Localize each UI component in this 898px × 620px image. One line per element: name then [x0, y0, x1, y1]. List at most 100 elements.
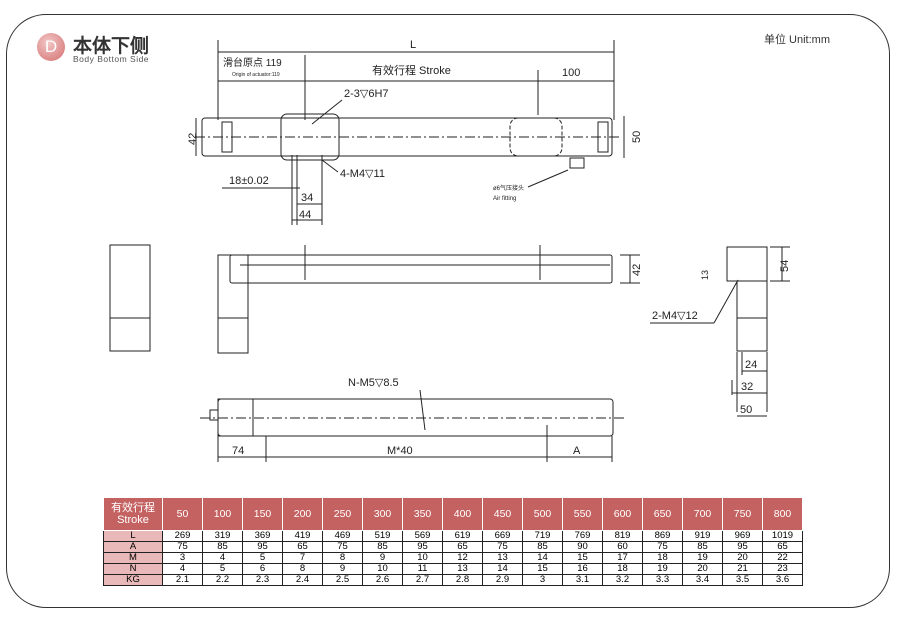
table-cell: 919 — [682, 530, 723, 542]
table-cell: 9 — [322, 563, 363, 575]
holes-label: N-M5▽8.5 — [348, 377, 399, 389]
table-cell: 2.1 — [162, 574, 203, 586]
stroke-label: 有效行程 Stroke — [372, 63, 451, 77]
table-cell: 65 — [442, 541, 483, 553]
table-cell: 3.5 — [722, 574, 763, 586]
table-cell: 11 — [402, 563, 443, 575]
dim-24: 24 — [745, 359, 757, 371]
table-cell: 4 — [202, 552, 243, 564]
table-cell: 2.5 — [322, 574, 363, 586]
table-cell: 15 — [522, 563, 563, 575]
stroke-column-header: 250 — [322, 497, 363, 531]
table-cell: 8 — [322, 552, 363, 564]
table-cell: 569 — [402, 530, 443, 542]
end-view: 54 13 2-M4▽12 24 32 50 — [650, 246, 791, 417]
table-cell: 23 — [762, 563, 803, 575]
stroke-column-header: 300 — [362, 497, 403, 531]
table-cell: 21 — [722, 563, 763, 575]
table-cell: 14 — [522, 552, 563, 564]
table-cell: 3 — [522, 574, 563, 586]
stroke-column-header: 350 — [402, 497, 443, 531]
stroke-column-header: 650 — [642, 497, 683, 531]
unit-label: 单位 Unit:mm — [764, 34, 830, 46]
table-cell: 13 — [442, 563, 483, 575]
table-cell: 3.3 — [642, 574, 683, 586]
table-cell: 7 — [282, 552, 323, 564]
table-cell: 2.9 — [482, 574, 523, 586]
section-badge: D — [37, 33, 65, 61]
table-cell: 3.1 — [562, 574, 603, 586]
table-cell: 269 — [162, 530, 203, 542]
stroke-column-header: 600 — [602, 497, 643, 531]
end-tap-label: 2-M4▽12 — [652, 310, 698, 322]
stroke-column-header: 50 — [162, 497, 203, 531]
table-cell: 19 — [682, 552, 723, 564]
table-cell: 85 — [362, 541, 403, 553]
table-cell: 9 — [362, 552, 403, 564]
table-cell: 65 — [762, 541, 803, 553]
table-cell: 719 — [522, 530, 563, 542]
table-cell: 469 — [322, 530, 363, 542]
dim-50-top: 50 — [631, 131, 643, 143]
stroke-column-header: 450 — [482, 497, 523, 531]
table-cell: 15 — [562, 552, 603, 564]
table-cell: 16 — [562, 563, 603, 575]
table-cell: 8 — [282, 563, 323, 575]
table-cell: 75 — [162, 541, 203, 553]
row-label: M — [103, 552, 163, 564]
pin-hole-label: 2-3▽6H7 — [344, 88, 389, 100]
table-cell: 3.6 — [762, 574, 803, 586]
table-cell: 18 — [602, 563, 643, 575]
table-cell: 319 — [202, 530, 243, 542]
table-cell: 369 — [242, 530, 283, 542]
table-cell: 17 — [602, 552, 643, 564]
stroke-column-header: 700 — [682, 497, 723, 531]
dim-13: 13 — [700, 270, 710, 280]
table-cell: 419 — [282, 530, 323, 542]
table-cell: 10 — [362, 563, 403, 575]
dim-42-side: 42 — [631, 264, 643, 276]
table-cell: 18 — [642, 552, 683, 564]
table-cell: 5 — [242, 552, 283, 564]
table-cell: 819 — [602, 530, 643, 542]
table-cell: 669 — [482, 530, 523, 542]
table-cell: 519 — [362, 530, 403, 542]
stroke-header-cn: 有效行程 — [111, 502, 155, 514]
table-cell: 85 — [202, 541, 243, 553]
table-cell: 12 — [442, 552, 483, 564]
stroke-column-header: 100 — [202, 497, 243, 531]
row-label: KG — [103, 574, 163, 586]
table-cell: 619 — [442, 530, 483, 542]
table-cell: 4 — [162, 563, 203, 575]
stroke-column-header: 200 — [282, 497, 323, 531]
dim-18-tol: 18±0.02 — [229, 175, 269, 187]
table-cell: 20 — [722, 552, 763, 564]
table-cell: 75 — [642, 541, 683, 553]
section-title: 本体下侧 — [73, 36, 150, 57]
table-cell: 95 — [722, 541, 763, 553]
dim-42-top: 42 — [187, 133, 199, 145]
air-fitting-label-en: Air fitting — [493, 196, 516, 202]
table-cell: 2.6 — [362, 574, 403, 586]
table-cell: 2.7 — [402, 574, 443, 586]
dim-32: 32 — [741, 381, 753, 393]
table-cell: 85 — [682, 541, 723, 553]
table-cell: 95 — [242, 541, 283, 553]
table-cell: 85 — [522, 541, 563, 553]
table-cell: 19 — [642, 563, 683, 575]
dim-74: 74 — [232, 445, 244, 457]
stroke-column-header: 800 — [762, 497, 803, 531]
dim-54: 54 — [779, 260, 791, 272]
stroke-column-header: 750 — [722, 497, 763, 531]
table-cell: 10 — [402, 552, 443, 564]
table-cell: 769 — [562, 530, 603, 542]
tap-label: 4-M4▽11 — [340, 168, 385, 180]
stroke-header-en: Stroke — [117, 514, 149, 526]
origin-label-en: Origin of actuator:119 — [232, 72, 280, 78]
table-cell: 20 — [682, 563, 723, 575]
